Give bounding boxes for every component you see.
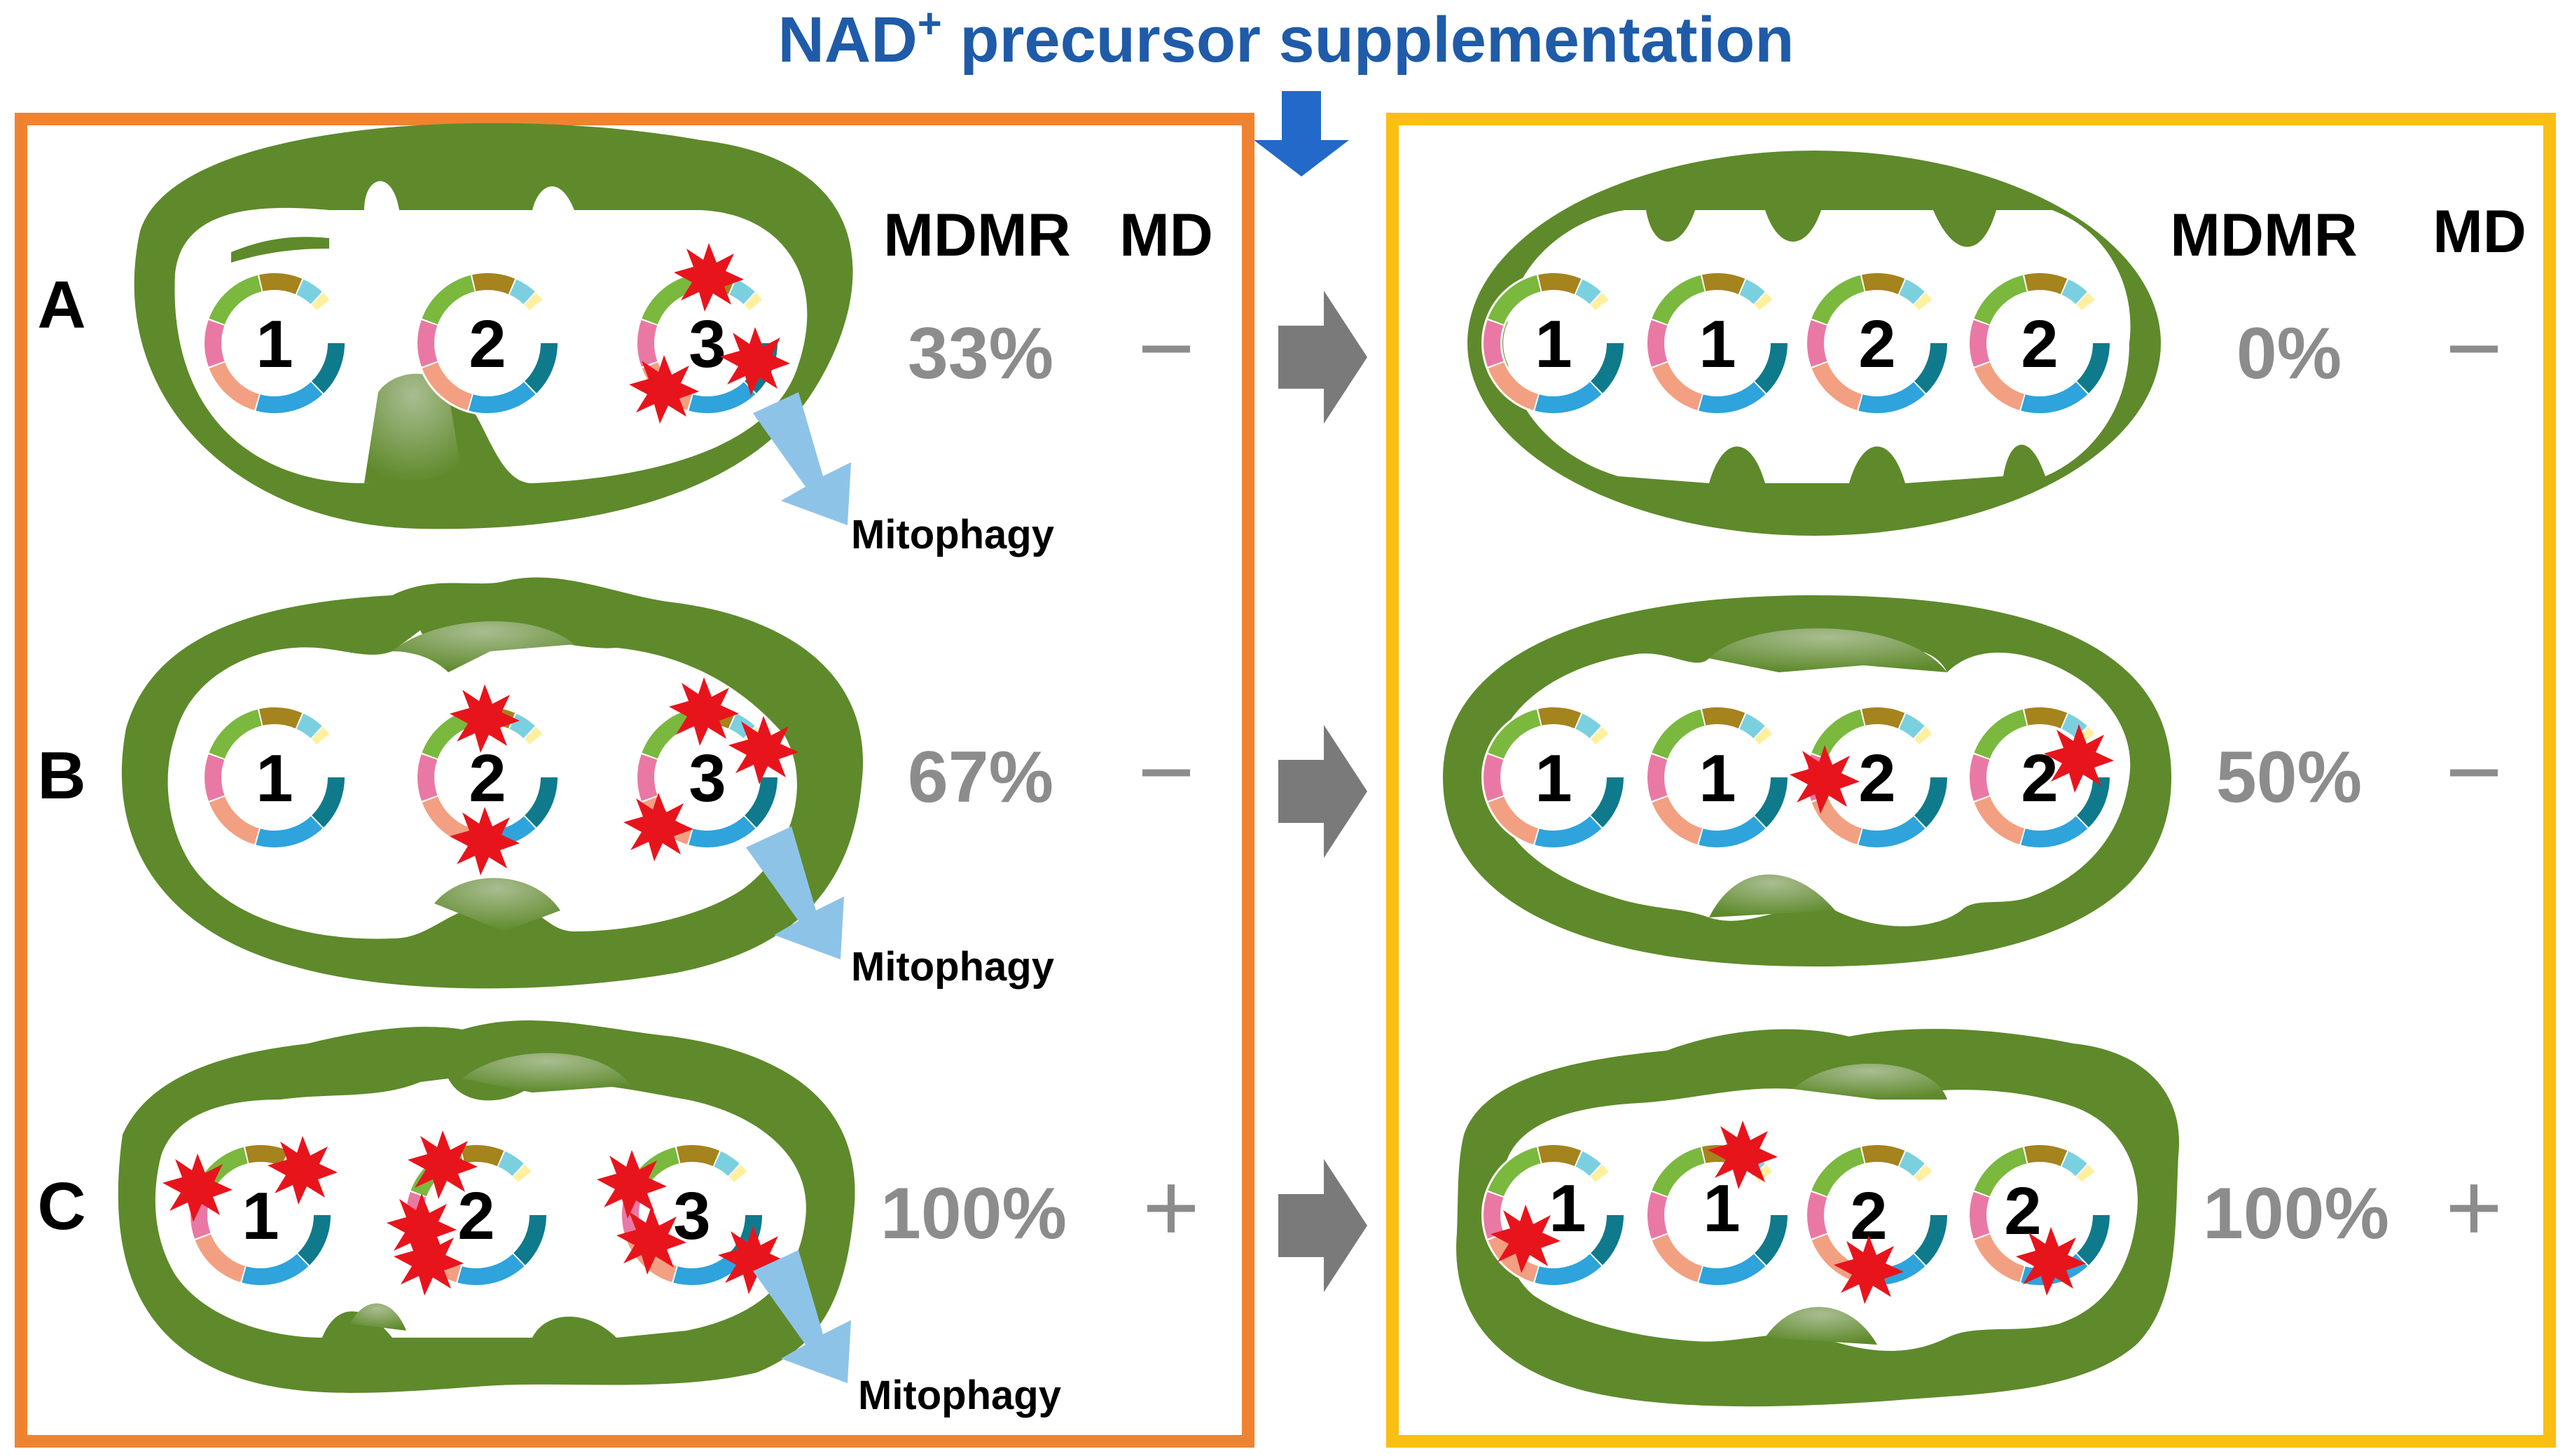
mdmr-value-a-right: 0% [2236, 313, 2342, 394]
svg-text:1: 1 [256, 307, 293, 382]
down-arrow-icon [1254, 91, 1349, 176]
svg-text:2: 2 [2004, 1174, 2041, 1249]
svg-text:3: 3 [689, 307, 726, 382]
mdmr-value-b-left: 67% [908, 737, 1053, 818]
mitochondrion-b-right: 1 1 2 2 [1443, 595, 2171, 966]
mdmr-header-right: MDMR [2170, 202, 2358, 269]
mitophagy-label-b: Mitophagy [851, 944, 1054, 990]
svg-text:1: 1 [1535, 741, 1572, 816]
svg-text:2: 2 [1858, 741, 1895, 816]
mitophagy-arrow-c [753, 1250, 851, 1383]
mitochondrion-c-left: 1 2 3 [118, 1020, 855, 1393]
row-label-c: C [37, 1169, 85, 1244]
md-value-a-left: − [1138, 293, 1195, 403]
untreated-panel-frame [15, 113, 1254, 1448]
mdmr-value-a-left: 33% [908, 313, 1053, 394]
mitophagy-arrow-a [753, 392, 851, 525]
mdmr-header-left: MDMR [883, 202, 1071, 269]
mdmr-value-c-right: 100% [2203, 1173, 2389, 1254]
mitophagy-arrow-b [746, 826, 844, 959]
treated-panel-frame [1386, 113, 2556, 1448]
mitophagy-label-a: Mitophagy [851, 512, 1054, 557]
row-label-a: A [37, 268, 85, 342]
right-arrow-icon-b [1278, 725, 1367, 858]
mitochondrion-b-left: 1 2 3 [121, 577, 864, 989]
mdmr-value-c-left: 100% [880, 1173, 1067, 1254]
md-header-left: MD [1119, 202, 1213, 269]
mitochondrion-a-right: 1 1 2 2 [1467, 151, 2161, 536]
svg-text:1: 1 [242, 1179, 279, 1254]
svg-text:2: 2 [2021, 307, 2058, 382]
svg-text:2: 2 [469, 741, 506, 816]
svg-text:1: 1 [1699, 307, 1736, 382]
mitochondrion-a-left: 1 2 3 [134, 123, 853, 529]
mitochondrion-c-right: 1 1 2 2 [1456, 1029, 2180, 1407]
right-arrow-icon-c [1278, 1159, 1367, 1292]
page-title: NAD+ precursor supplementation [777, 0, 1794, 76]
row-label-b: B [37, 738, 85, 813]
svg-text:1: 1 [1699, 741, 1736, 816]
mdmr-value-b-right: 50% [2216, 737, 2362, 818]
md-value-b-right: − [2445, 716, 2503, 826]
mitophagy-label-c: Mitophagy [858, 1373, 1061, 1418]
right-arrow-icon-a [1278, 291, 1367, 424]
svg-text:1: 1 [256, 741, 293, 816]
md-value-a-right: − [2445, 293, 2503, 403]
svg-text:3: 3 [689, 741, 726, 816]
svg-text:1: 1 [1535, 307, 1572, 382]
svg-text:2: 2 [1858, 307, 1895, 382]
md-header-right: MD [2433, 198, 2526, 265]
svg-text:1: 1 [1703, 1171, 1740, 1246]
svg-text:2: 2 [469, 307, 506, 382]
svg-text:1: 1 [1549, 1171, 1586, 1246]
md-value-c-right: + [2445, 1152, 2503, 1262]
md-value-c-left: + [1142, 1152, 1200, 1262]
md-value-b-left: − [1138, 716, 1195, 826]
